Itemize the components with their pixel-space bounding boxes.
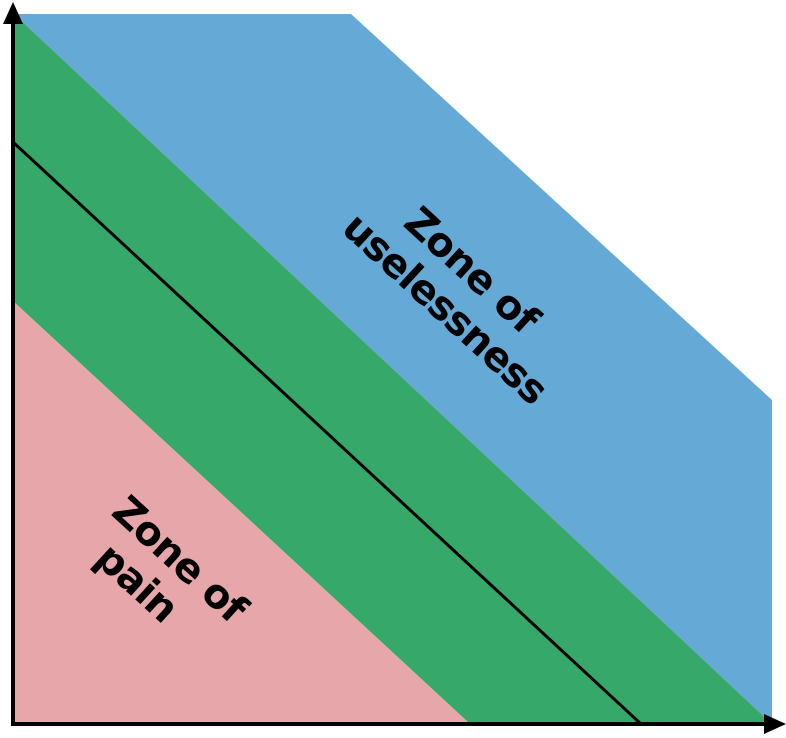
x-axis-arrow-icon bbox=[764, 714, 786, 734]
main-sequence-band bbox=[14, 14, 772, 724]
zone-pain-area bbox=[14, 302, 470, 724]
y-axis-arrow-icon bbox=[3, 2, 23, 24]
main-sequence-line bbox=[12, 141, 643, 726]
